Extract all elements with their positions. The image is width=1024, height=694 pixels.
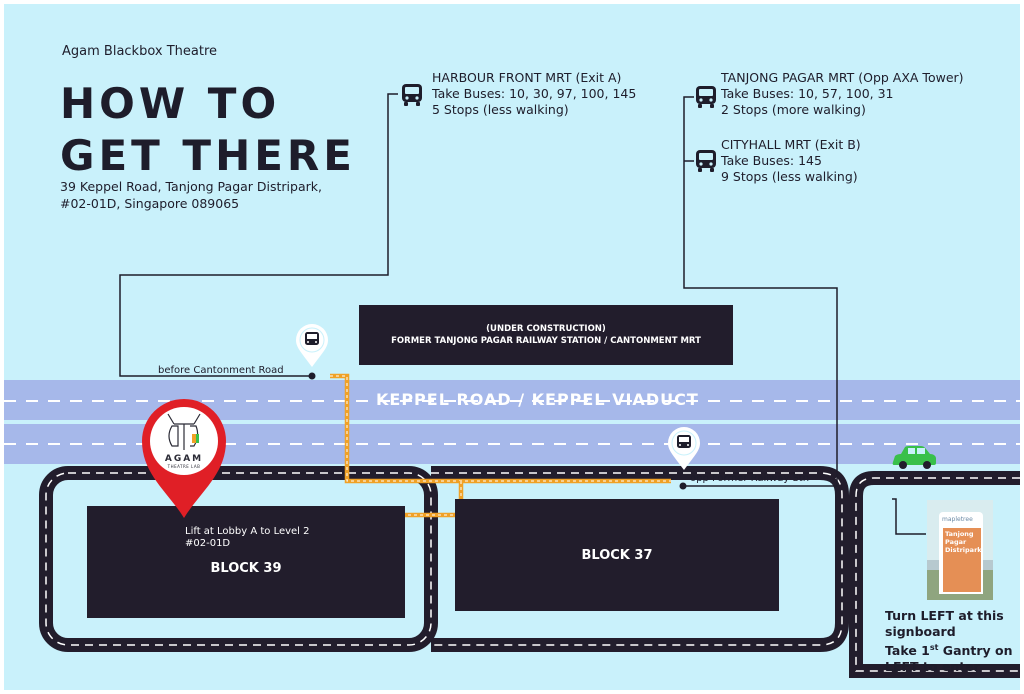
pin-sub: THEATRE LAB: [167, 464, 201, 469]
direction-line-3: Take 1st Gantry on: [885, 640, 1013, 659]
route-tanjong-pagar: TANJONG PAGAR MRT (Opp AXA Tower) Take B…: [721, 70, 964, 118]
signboard: mapletree Tanjong Pagar Distripark: [939, 512, 983, 594]
bus-stop-marker: [296, 324, 328, 367]
route-buses: Take Buses: 10, 30, 97, 100, 145: [432, 86, 637, 101]
bus-icon: [402, 84, 422, 106]
route-lines: [119, 93, 926, 535]
route-harbour-front: HARBOUR FRONT MRT (Exit A) Take Buses: 1…: [432, 70, 636, 118]
construction-note: (UNDER CONSTRUCTION): [486, 324, 606, 334]
venue-name: Agam Blackbox Theatre: [62, 44, 218, 59]
route-stops: 9 Stops (less walking): [721, 169, 858, 184]
bus-stop-label: before Cantonment Road: [158, 365, 284, 376]
construction-name: FORMER TANJONG PAGAR RAILWAY STATION / C…: [391, 336, 701, 346]
internal-road: [39, 466, 1020, 678]
directions-note: Turn LEFT at this signboard Take 1st Gan…: [885, 608, 1013, 675]
route-buses: Take Buses: 10, 57, 100, 31: [721, 86, 894, 101]
route-buses: Take Buses: 145: [721, 153, 822, 168]
route-station: TANJONG PAGAR MRT (Opp AXA Tower): [721, 70, 964, 85]
lift-line-2: #02-01D: [185, 538, 231, 549]
direction-line-3-post: Gantry on: [938, 643, 1013, 659]
road-name: KEPPEL ROAD / KEPPEL VIADUCT: [376, 390, 699, 409]
block-37: BLOCK 37: [455, 499, 779, 611]
page-title: HOW TO GET THERE: [60, 78, 356, 182]
map-canvas: Agam Blackbox Theatre HOW TO GET THERE 3…: [4, 4, 1020, 690]
sign-brand: mapletree: [942, 516, 973, 523]
pin-brand: AGAM: [165, 454, 203, 464]
address-line-1: 39 Keppel Road, Tanjong Pagar Distripark…: [60, 179, 322, 194]
signboard-photo: mapletree Tanjong Pagar Distripark: [927, 500, 993, 600]
direction-line-3-pre: Take 1: [885, 643, 930, 659]
address-line-2: #02-01D, Singapore 089065: [60, 196, 240, 211]
title-line-2: GET THERE: [60, 131, 356, 180]
lift-line-1: Lift at Lobby A to Level 2: [185, 526, 310, 537]
title-line-1: HOW TO: [60, 79, 281, 128]
direction-line-1: Turn LEFT at this: [885, 608, 1004, 623]
bus-icon: [696, 150, 716, 172]
block-39: BLOCK 39: [87, 506, 405, 618]
lift-note: Lift at Lobby A to Level 2 #02-01D: [185, 526, 310, 550]
sign-line-3: Distripark: [945, 546, 982, 554]
sign-line-1: Tanjong: [945, 530, 974, 538]
bus-stop-label: opp Former Railway Stn: [690, 473, 810, 484]
direction-line-2: signboard: [885, 624, 956, 639]
block-39-label: BLOCK 39: [210, 560, 282, 576]
route-cityhall: CITYHALL MRT (Exit B) Take Buses: 145 9 …: [721, 137, 861, 185]
route-stops: 5 Stops (less walking): [432, 102, 569, 117]
direction-line-3-sup: st: [929, 643, 939, 652]
route-station: CITYHALL MRT (Exit B): [721, 137, 861, 152]
former-railway-station: (UNDER CONSTRUCTION) FORMER TANJONG PAGA…: [359, 305, 733, 365]
route-station: HARBOUR FRONT MRT (Exit A): [432, 70, 622, 85]
direction-line-4: LEFT to enter: [885, 659, 980, 675]
address: 39 Keppel Road, Tanjong Pagar Distripark…: [60, 178, 322, 212]
bus-icon: [696, 86, 716, 108]
bus-stop-marker: [668, 427, 700, 470]
car-icon: [892, 446, 936, 469]
route-stops: 2 Stops (more walking): [721, 102, 866, 117]
sign-line-2: Pagar: [945, 538, 967, 546]
sign-panel: Tanjong Pagar Distripark: [943, 528, 982, 592]
location-pin-icon: AGAM THEATRE LAB: [142, 399, 226, 518]
block-37-label: BLOCK 37: [581, 547, 653, 563]
